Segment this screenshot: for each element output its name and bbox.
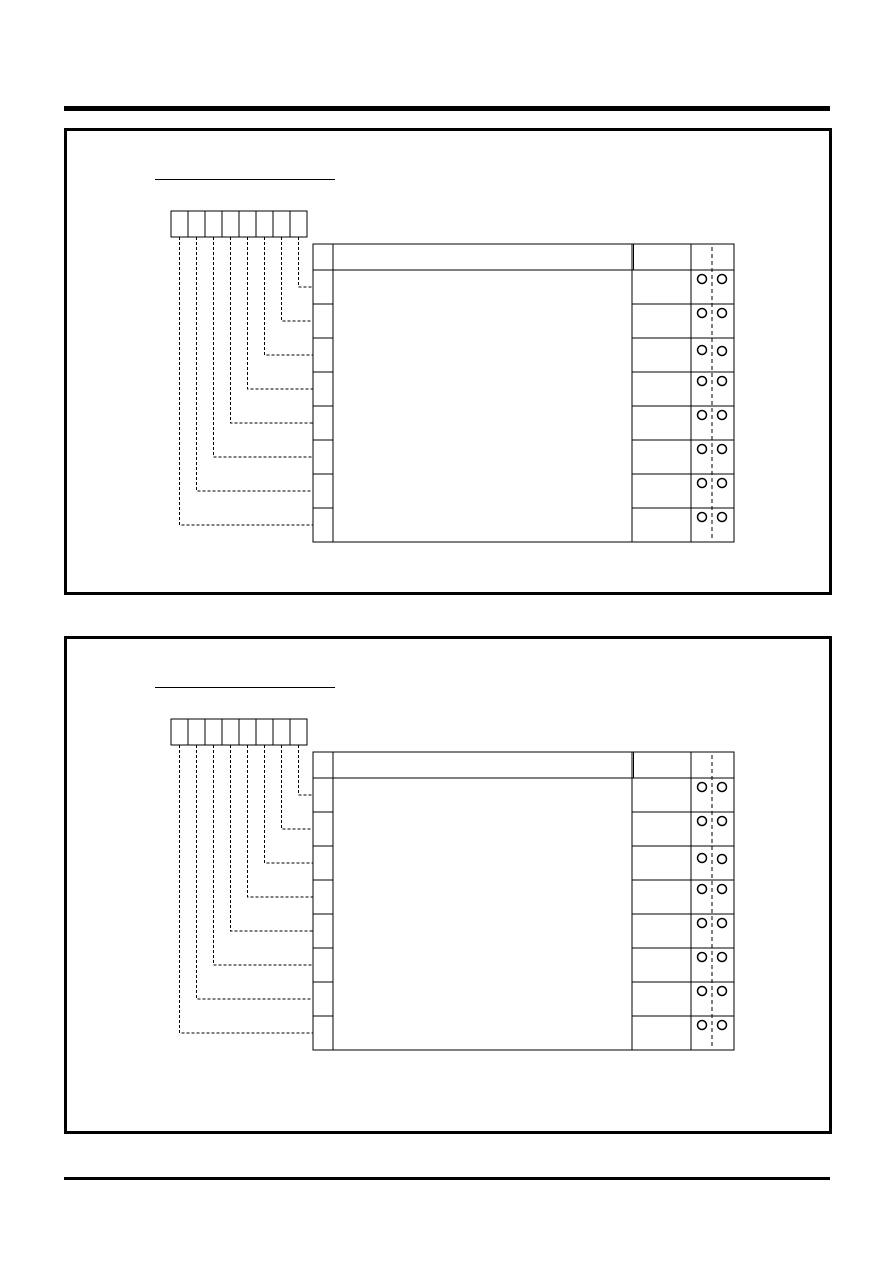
switch-on-circle — [716, 883, 728, 895]
switch-on-circle — [716, 951, 728, 963]
bit-leader-line-2 — [264, 745, 313, 864]
bit-box-5 — [255, 210, 274, 238]
register-diagram-panel-2 — [64, 636, 832, 1134]
bit-box-5 — [255, 718, 274, 746]
header-rule — [64, 106, 830, 111]
diagram-title — [155, 161, 335, 180]
bit-box-3 — [221, 718, 240, 746]
bit-box-6 — [272, 210, 291, 238]
diagram-title — [155, 669, 335, 688]
switch-off-circle — [696, 852, 708, 864]
switch-on-circle — [716, 443, 728, 455]
bit-box-0 — [170, 718, 189, 746]
bit-leader-line-4 — [230, 237, 313, 424]
bit-leader-line-5 — [213, 745, 313, 966]
switch-off-circle — [696, 375, 708, 387]
bit-box-4 — [238, 718, 257, 746]
switch-off-circle — [696, 917, 708, 929]
switch-off-circle — [696, 307, 708, 319]
switch-on-circle — [716, 477, 728, 489]
bit-leader-line-6 — [196, 237, 313, 492]
register-diagram-svg — [170, 718, 735, 1051]
bit-leader-line-4 — [230, 745, 313, 932]
bit-box-2 — [204, 718, 223, 746]
footer-rule — [64, 1177, 830, 1180]
bit-leader-line-1 — [281, 745, 313, 830]
switch-off-circle — [696, 951, 708, 963]
bit-box-4 — [238, 210, 257, 238]
bit-leader-line-7 — [179, 237, 313, 526]
bit-leader-line-6 — [196, 745, 313, 1000]
switch-on-circle — [716, 1019, 728, 1031]
bit-box-7 — [289, 210, 308, 238]
switch-off-circle — [696, 815, 708, 827]
bit-box-3 — [221, 210, 240, 238]
register-diagram-svg — [170, 210, 735, 543]
switch-on-circle — [716, 409, 728, 421]
switch-on-circle — [716, 345, 728, 357]
bit-leader-line-0 — [298, 237, 313, 288]
bit-leader-line-7 — [179, 745, 313, 1034]
switch-off-circle — [696, 781, 708, 793]
bit-leader-line-3 — [247, 745, 313, 898]
switch-off-circle — [696, 409, 708, 421]
bit-box-6 — [272, 718, 291, 746]
switch-on-circle — [716, 781, 728, 793]
switch-on-circle — [716, 375, 728, 387]
switch-off-circle — [696, 1019, 708, 1031]
bit-table — [312, 243, 735, 543]
switch-off-circle — [696, 443, 708, 455]
bit-leader-line-5 — [213, 237, 313, 458]
switch-off-circle — [696, 511, 708, 523]
bit-box-7 — [289, 718, 308, 746]
switch-off-circle — [696, 273, 708, 285]
bit-box-0 — [170, 210, 189, 238]
switch-off-circle — [696, 477, 708, 489]
switch-on-circle — [716, 273, 728, 285]
bit-box-1 — [187, 210, 206, 238]
bit-leader-line-2 — [264, 237, 313, 356]
bit-leader-line-3 — [247, 237, 313, 390]
switch-on-circle — [716, 511, 728, 523]
switch-on-circle — [716, 853, 728, 865]
register-diagram-panel-1 — [64, 128, 832, 595]
switch-off-circle — [696, 985, 708, 997]
switch-on-circle — [716, 815, 728, 827]
bit-leader-line-1 — [281, 237, 313, 322]
switch-on-circle — [716, 307, 728, 319]
switch-on-circle — [716, 985, 728, 997]
switch-off-circle — [696, 344, 708, 356]
switch-off-circle — [696, 883, 708, 895]
bit-leader-line-0 — [298, 745, 313, 796]
bit-table — [312, 751, 735, 1051]
switch-on-circle — [716, 917, 728, 929]
bit-box-2 — [204, 210, 223, 238]
bit-box-1 — [187, 718, 206, 746]
